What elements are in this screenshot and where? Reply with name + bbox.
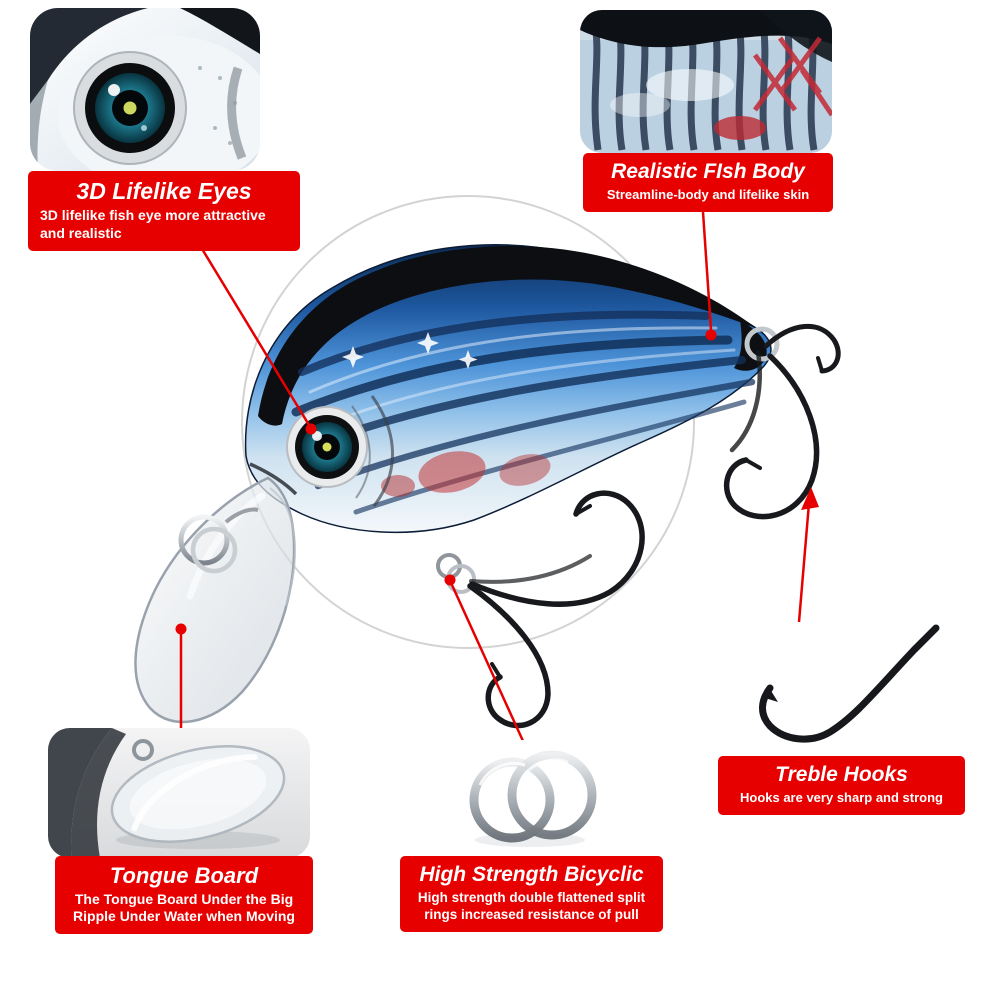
callout-dot-ring <box>444 574 456 586</box>
hook-barb <box>765 686 778 702</box>
hook-photo <box>718 622 965 755</box>
callout-tongue-title: Tongue Board <box>109 863 259 888</box>
fish-back <box>258 245 756 426</box>
callout-ring-banner: High Strength Bicyclic High strength dou… <box>400 856 663 933</box>
callout-line-hooks <box>797 487 819 623</box>
callout-hooks-desc: Hooks are very sharp and strong <box>739 790 943 806</box>
body-texture-photo <box>580 10 832 153</box>
eye-closeup-art <box>30 8 260 171</box>
closeup-hook <box>759 624 940 743</box>
belly-treble-hook <box>436 490 645 729</box>
callout-line-body <box>701 211 717 341</box>
front-split-ring <box>178 507 259 574</box>
callout-body-desc: Streamline-body and lifelike skin <box>606 187 810 203</box>
split-ring-photo <box>400 740 660 858</box>
callout-dot-body <box>705 329 717 341</box>
callout-tongue-desc: The Tongue Board Under the Big Ripple Un… <box>73 891 295 925</box>
callout-hooks-banner: Treble Hooks Hooks are very sharp and st… <box>718 756 965 815</box>
tail-treble-hook <box>723 324 841 520</box>
callout-eyes-desc: 3D lifelike fish eye more attractive and… <box>40 207 266 241</box>
callout-eyes-title: 3D Lifelike Eyes <box>76 178 252 204</box>
callout-eyes-banner: 3D Lifelike Eyes 3D lifelike fish eye mo… <box>28 171 300 251</box>
eye-closeup-photo <box>30 8 260 171</box>
closeup-eye <box>73 51 187 165</box>
split-ring-art <box>400 740 660 858</box>
sparkles <box>342 332 478 369</box>
red-hatch <box>752 36 832 117</box>
closeup-lip <box>110 745 286 843</box>
callout-ring-title: High Strength Bicyclic <box>419 863 644 886</box>
callout-body-banner: Realistic FIsh Body Streamline-body and … <box>583 153 833 212</box>
callout-connectors <box>175 211 819 742</box>
callout-dot-eyes <box>305 423 317 435</box>
callout-line-eyes <box>191 233 317 435</box>
callout-arrow-hooks <box>801 487 819 510</box>
callout-line-ring <box>444 574 525 742</box>
hook-art <box>718 622 965 755</box>
red-markings <box>381 451 551 497</box>
callout-tongue-banner: Tongue Board The Tongue Board Under the … <box>55 856 313 935</box>
fish-lure <box>134 244 841 729</box>
tongue-board-photo <box>48 728 310 858</box>
tongue-board-lip <box>134 476 297 724</box>
background-circle <box>241 195 695 649</box>
tongue-board-art <box>48 728 310 858</box>
callout-ring-desc: High strength double flattened split rin… <box>417 890 646 922</box>
callout-line-tongue <box>175 623 187 728</box>
callout-hooks-title: Treble Hooks <box>775 763 908 786</box>
fish-body <box>244 244 772 534</box>
body-texture-art <box>580 10 832 153</box>
fish-eye <box>286 406 368 488</box>
callout-dot-tongue <box>175 623 187 635</box>
callout-body-title: Realistic FIsh Body <box>611 160 805 183</box>
gill-lines <box>249 395 394 507</box>
